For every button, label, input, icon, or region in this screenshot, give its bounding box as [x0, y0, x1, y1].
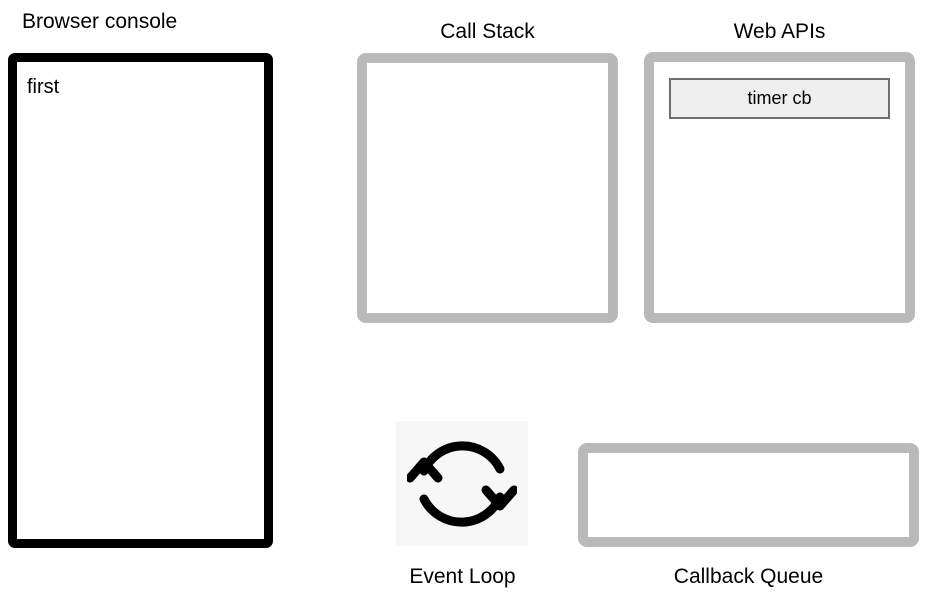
browser-console-title: Browser console: [22, 10, 178, 33]
web-apis-title: Web APIs: [733, 20, 826, 43]
web-apis-task-item[interactable]: timer cb: [669, 78, 890, 119]
callback-queue-panel: [578, 443, 919, 547]
call-stack-title: Call Stack: [440, 20, 535, 43]
browser-console-panel: first: [8, 53, 273, 548]
web-apis-panel: timer cb: [644, 52, 915, 323]
console-log-line: first: [27, 76, 60, 98]
circular-arrows-icon: [396, 421, 528, 546]
event-loop-title: Event Loop: [409, 565, 516, 588]
browser-console-log: first: [27, 76, 256, 99]
callback-queue-title: Callback Queue: [673, 565, 824, 588]
call-stack-panel: [357, 53, 618, 323]
